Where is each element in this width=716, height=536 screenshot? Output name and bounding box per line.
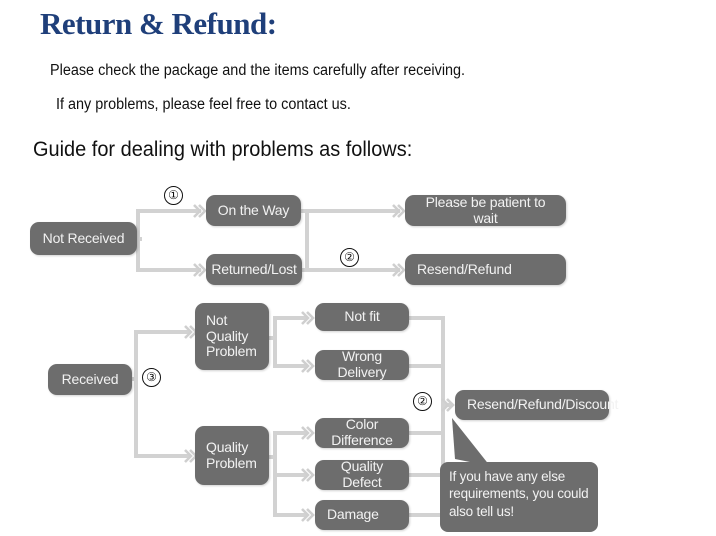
marker-two-top: ② (340, 248, 359, 267)
node-damage[interactable]: Damage (315, 500, 409, 530)
arrow-to-resend-refund (391, 262, 407, 278)
instruction-line-2: If any problems, please feel free to con… (56, 96, 351, 113)
guide-heading: Guide for dealing with problems as follo… (33, 138, 413, 161)
arrow-to-damage (300, 507, 316, 523)
arrow-to-resend-refund-discount (440, 397, 456, 413)
connector-not-received-to-returnedlost (136, 268, 201, 272)
callout-line-2: requirements, you could (449, 486, 589, 502)
node-not-fit[interactable]: Not fit (315, 303, 409, 331)
connector-not-quality-stem (267, 336, 275, 340)
connector-notreceived-right-bus (305, 209, 309, 272)
callout-line-3: also tell us! (449, 503, 514, 519)
node-wrong-delivery[interactable]: Wrong Delivery (315, 348, 409, 380)
connector-received-to-not-quality (134, 330, 191, 334)
node-not-quality-problem-line-1: Not (206, 311, 228, 328)
node-please-be-patient-to-wait[interactable]: Please be patient to wait (405, 194, 566, 226)
connector-reasons-merge-bus (441, 316, 445, 516)
connector-received-to-quality (134, 454, 191, 458)
connector-ontheway-to-wait (299, 209, 400, 213)
connector-quality-defect-merge (408, 473, 443, 477)
connector-to-not-fit (273, 316, 307, 320)
node-quality-problem[interactable]: Quality Problem (195, 426, 269, 485)
page-title: Return & Refund: (40, 6, 277, 41)
connector-wrong-delivery-merge (408, 364, 443, 368)
arrow-to-on-the-way (192, 203, 208, 219)
connector-to-damage (273, 513, 307, 517)
connector-not-received-to-ontheway (136, 209, 201, 213)
marker-one: ① (164, 186, 183, 205)
node-resend-refund[interactable]: Resend/Refund (405, 254, 566, 285)
node-returned-lost[interactable]: Returned/Lost (206, 254, 302, 285)
connector-to-wrong-delivery (273, 364, 307, 368)
connector-to-color-difference (273, 431, 307, 435)
connector-quality-bus (273, 431, 277, 513)
marker-three: ③ (142, 368, 161, 387)
node-on-the-way[interactable]: On the Way (206, 195, 301, 226)
node-resend-refund-discount[interactable]: Resend/Refund/Discount (455, 390, 618, 420)
connector-damage-merge (408, 513, 443, 517)
arrow-to-returned-lost (192, 262, 208, 278)
node-not-received[interactable]: Not Received (30, 222, 137, 255)
arrow-to-please-wait (391, 203, 407, 219)
node-received[interactable]: Received (48, 364, 132, 395)
connector-received-bus (134, 330, 138, 458)
connector-returnedlost-to-resend (299, 268, 400, 272)
callout-pointer (452, 418, 490, 466)
node-not-quality-problem-line-3: Problem (206, 343, 257, 360)
arrow-to-color-difference (300, 425, 316, 441)
connector-quality-stem (267, 455, 275, 459)
arrow-to-wrong-delivery (300, 358, 316, 374)
callout-line-1: If you have any else (449, 469, 566, 484)
connector-color-difference-merge (408, 431, 443, 435)
arrow-to-not-fit (300, 310, 316, 326)
callout-bubble: If you have any else requirements, you c… (440, 462, 598, 532)
node-color-difference[interactable]: Color Difference (315, 416, 409, 448)
node-quality-problem-line-2: Problem (206, 454, 257, 471)
instruction-line-1: Please check the package and the items c… (50, 62, 466, 79)
node-quality-problem-line-1: Quality (206, 438, 249, 455)
node-not-quality-problem-line-2: Quality (206, 327, 249, 344)
connector-to-quality-defect (273, 473, 307, 477)
connector-not-quality-bus (273, 316, 277, 366)
node-quality-defect[interactable]: Quality Defect (315, 458, 409, 490)
node-not-quality-problem[interactable]: Not Quality Problem (195, 303, 269, 370)
marker-two-bottom: ② (413, 392, 432, 411)
connector-not-received-bus (136, 209, 140, 272)
connector-not-fit-merge (408, 316, 443, 320)
arrow-to-quality-defect (300, 467, 316, 483)
